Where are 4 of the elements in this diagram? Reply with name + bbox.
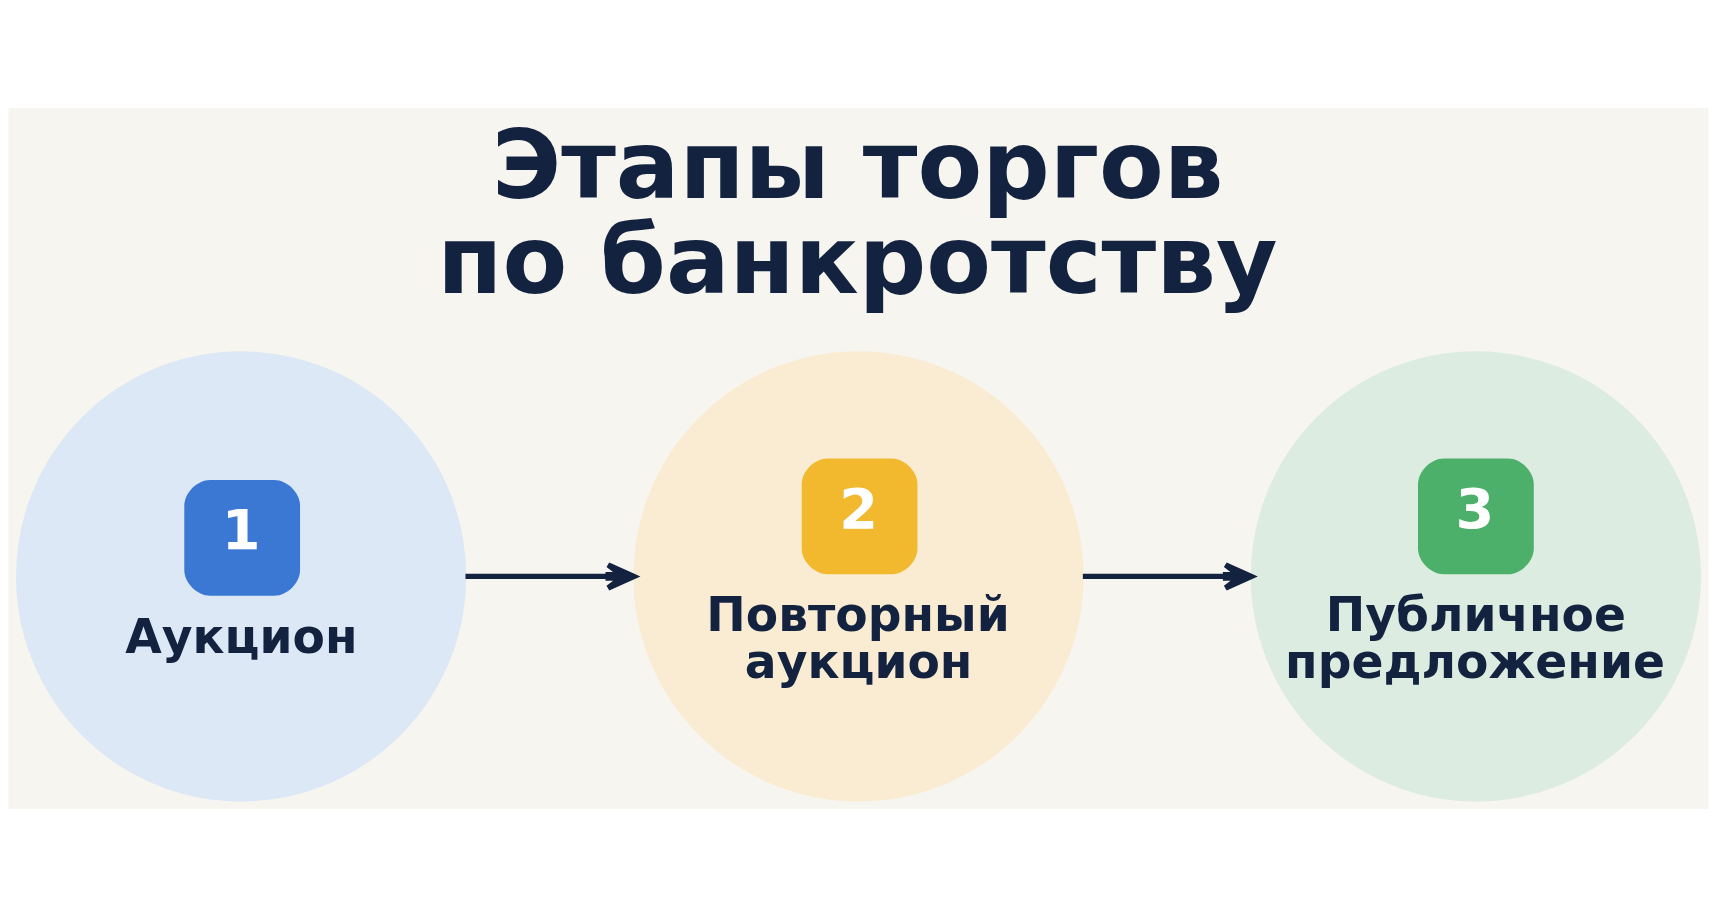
diagram-title: Этапы торгов по банкротству xyxy=(437,109,1278,315)
node-circle: 3 Публичное предложение xyxy=(1250,350,1701,801)
node-circle: 1 Аукцион xyxy=(16,350,467,801)
node-circle: 2 Повторный аукцион xyxy=(633,350,1084,801)
